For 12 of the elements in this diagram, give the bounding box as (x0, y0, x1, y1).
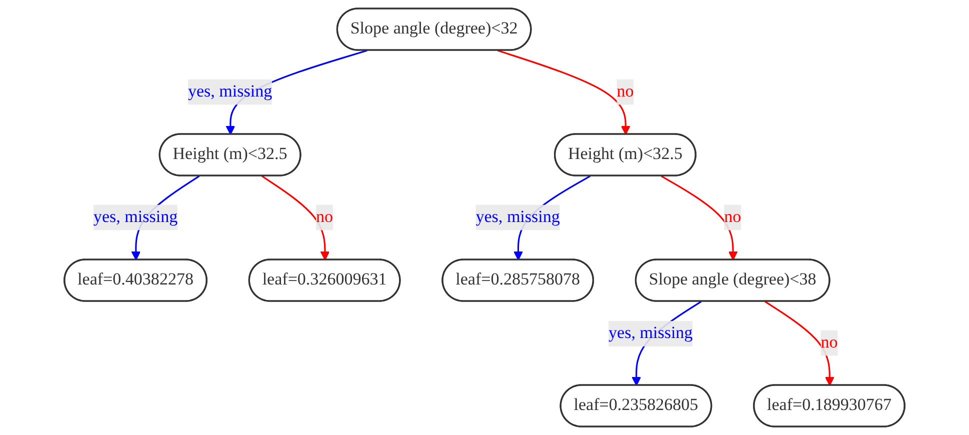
edge-label: no (724, 208, 742, 226)
arrow (660, 175, 738, 260)
arrow (764, 300, 834, 386)
edge-label: yes, missing (608, 324, 693, 342)
edge-label: no (820, 333, 838, 352)
edge-label: yes, missing (476, 208, 560, 226)
arrow (261, 175, 330, 260)
edge-label: yes, missing (93, 208, 178, 226)
arrow (498, 50, 630, 135)
edge-label: no (616, 82, 634, 101)
edge-label: no (316, 208, 334, 226)
edge-label: yes, missing (188, 82, 272, 101)
